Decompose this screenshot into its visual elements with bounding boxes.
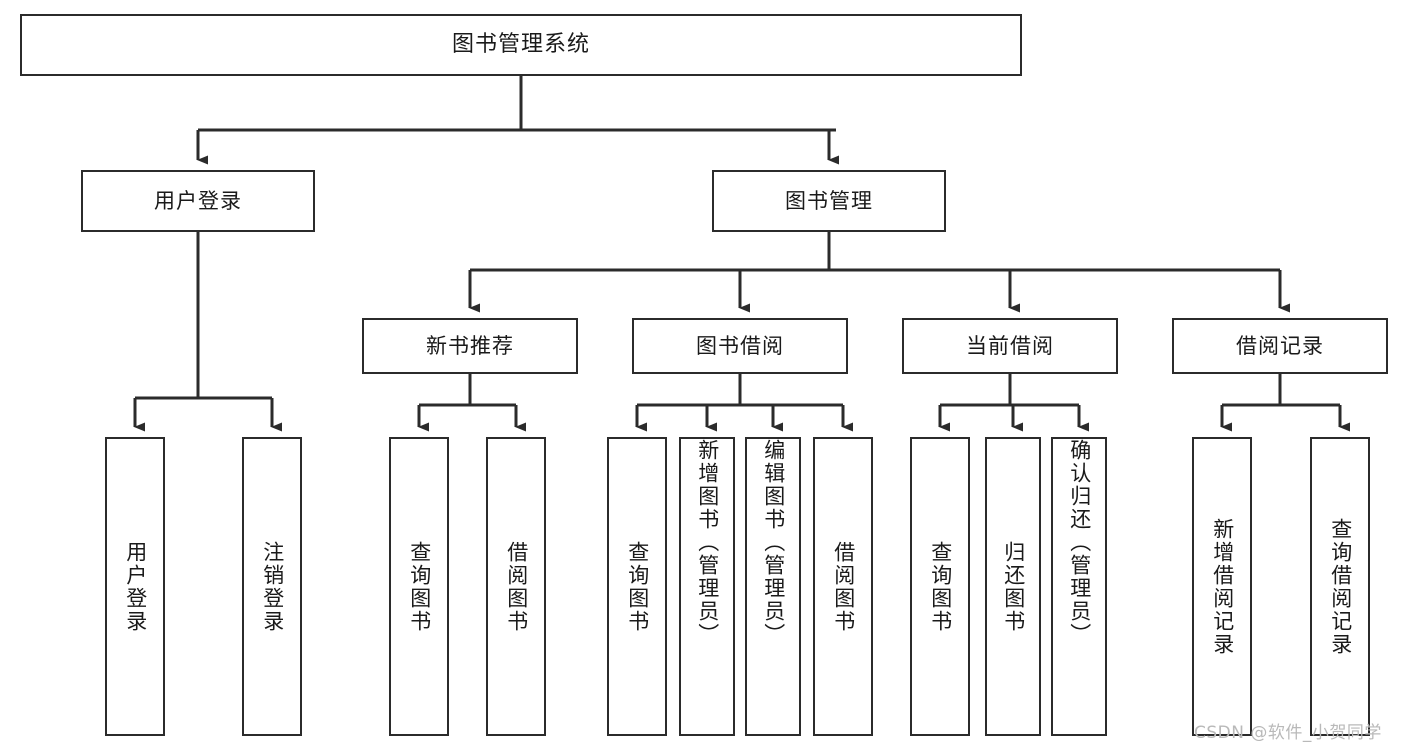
- node-leaf-query-record-label: 查询借阅记录: [1328, 517, 1353, 656]
- node-user-login-label: 用户登录: [154, 188, 242, 213]
- node-leaf-add-book[interactable]: 新增图书（管理员）: [679, 437, 735, 736]
- node-leaf-query-record[interactable]: 查询借阅记录: [1310, 437, 1370, 736]
- node-leaf-user-logout-label: 注销登录: [260, 540, 285, 633]
- node-borrow-record-label: 借阅记录: [1236, 333, 1324, 358]
- csdn-watermark: CSDN @软件_小贺同学: [1194, 723, 1382, 743]
- node-leaf-return-book-label: 归还图书: [1001, 540, 1026, 633]
- node-book-manage-label: 图书管理: [785, 188, 873, 213]
- node-leaf-edit-book-label: 编辑图书（管理员）: [761, 439, 786, 646]
- node-leaf-user-login-label: 用户登录: [123, 540, 148, 633]
- node-leaf-borrow-book-2[interactable]: 借阅图书: [813, 437, 873, 736]
- node-leaf-add-record-label: 新增借阅记录: [1210, 517, 1235, 656]
- node-leaf-query-book-2[interactable]: 查询图书: [607, 437, 667, 736]
- node-leaf-query-book-1[interactable]: 查询图书: [389, 437, 449, 736]
- node-user-login[interactable]: 用户登录: [81, 170, 315, 232]
- node-new-book-recommend[interactable]: 新书推荐: [362, 318, 578, 374]
- node-leaf-edit-book[interactable]: 编辑图书（管理员）: [745, 437, 801, 736]
- node-leaf-query-book-2-label: 查询图书: [625, 540, 650, 633]
- node-leaf-add-record[interactable]: 新增借阅记录: [1192, 437, 1252, 736]
- node-root-label: 图书管理系统: [451, 32, 590, 58]
- node-leaf-user-login[interactable]: 用户登录: [105, 437, 165, 736]
- node-leaf-borrow-book-1[interactable]: 借阅图书: [486, 437, 546, 736]
- node-leaf-user-logout[interactable]: 注销登录: [242, 437, 302, 736]
- node-leaf-query-book-3[interactable]: 查询图书: [910, 437, 970, 736]
- node-book-borrow-label: 图书借阅: [696, 333, 784, 358]
- node-leaf-query-book-3-label: 查询图书: [928, 540, 953, 633]
- node-new-book-recommend-label: 新书推荐: [426, 333, 514, 358]
- node-root[interactable]: 图书管理系统: [20, 14, 1022, 76]
- node-leaf-borrow-book-1-label: 借阅图书: [504, 540, 529, 633]
- node-leaf-add-book-label: 新增图书（管理员）: [695, 439, 720, 646]
- node-book-manage[interactable]: 图书管理: [712, 170, 946, 232]
- node-current-borrow[interactable]: 当前借阅: [902, 318, 1118, 374]
- node-leaf-return-book[interactable]: 归还图书: [985, 437, 1041, 736]
- node-leaf-confirm-return-label: 确认归还（管理员）: [1067, 439, 1092, 646]
- node-leaf-confirm-return[interactable]: 确认归还（管理员）: [1051, 437, 1107, 736]
- node-book-borrow[interactable]: 图书借阅: [632, 318, 848, 374]
- node-leaf-query-book-1-label: 查询图书: [407, 540, 432, 633]
- node-current-borrow-label: 当前借阅: [966, 333, 1054, 358]
- node-borrow-record[interactable]: 借阅记录: [1172, 318, 1388, 374]
- node-leaf-borrow-book-2-label: 借阅图书: [831, 540, 856, 633]
